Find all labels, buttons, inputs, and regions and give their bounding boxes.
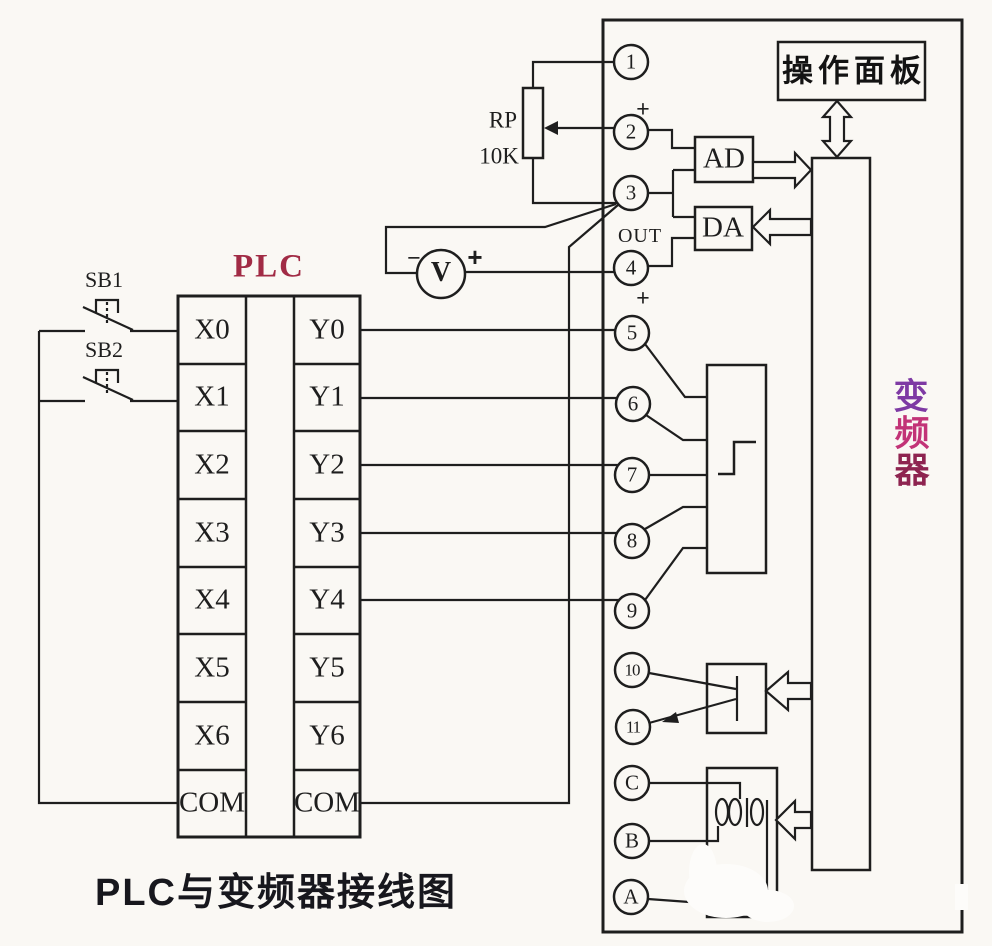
erased-patches	[684, 844, 968, 922]
da-converter-label: DA	[702, 211, 744, 244]
inverter-name-char-1: 变	[893, 377, 929, 417]
plc-output-y2: Y2	[309, 448, 345, 481]
voltmeter-plus-sign: +	[467, 242, 483, 272]
plc-input-com: COM	[178, 786, 246, 819]
pushbutton-sb2-label: SB2	[85, 337, 123, 362]
terminal-circles	[415, 43, 652, 916]
terminal-1: 1	[625, 49, 637, 74]
bus-to-opto-arrow	[764, 669, 813, 713]
pulse-symbol	[718, 440, 756, 476]
opto-box	[705, 662, 768, 735]
operation-panel-label: 操作面板	[782, 53, 926, 89]
ad-box	[693, 135, 755, 184]
potentiometer-name: RP	[488, 107, 518, 133]
terminal-4: 4	[625, 255, 637, 280]
terminal-7: 7	[626, 462, 638, 487]
da-box	[693, 205, 754, 252]
plc-input-x2: X2	[194, 448, 230, 481]
terminal-8: 8	[626, 528, 638, 553]
terminal-2: 2	[625, 119, 637, 144]
terminal-c: C	[624, 770, 640, 795]
out-label: OUT	[617, 225, 663, 247]
plc-output-y4: Y4	[309, 583, 345, 616]
voltmeter-circle	[415, 248, 467, 300]
potentiometer-value: 10K	[479, 143, 519, 169]
plc-input-x0: X0	[194, 313, 230, 346]
terminal4-plus-sign: +	[636, 284, 650, 311]
operation-panel-box	[776, 40, 927, 102]
plc-input-x6: X6	[194, 719, 230, 752]
pulse-box	[705, 363, 768, 575]
terminal-5: 5	[626, 320, 638, 345]
voltmeter-minus-sign: −	[407, 244, 421, 271]
wires	[37, 60, 769, 914]
terminal-9: 9	[626, 598, 638, 623]
plc-output-y5: Y5	[309, 651, 345, 684]
arrowheads	[544, 121, 679, 723]
terminal-3: 3	[625, 180, 637, 205]
plc-input-x1: X1	[194, 380, 230, 413]
bus-to-relay-arrow	[774, 798, 813, 842]
terminal11-arrow	[662, 712, 679, 723]
inverter-name-char-3: 器	[894, 451, 930, 491]
pot-wiper-arrow	[544, 121, 558, 135]
plc-output-y3: Y3	[309, 516, 345, 549]
terminal-b: B	[624, 828, 640, 853]
plc-output-com: COM	[293, 786, 361, 819]
plc-input-x4: X4	[194, 583, 230, 616]
terminal-11: 11	[625, 717, 641, 737]
terminal2-plus-sign: +	[636, 95, 650, 122]
bus-box	[810, 156, 872, 872]
ad-to-bus-arrow	[751, 150, 813, 190]
terminal-6: 6	[627, 391, 639, 416]
plc-input-x3: X3	[194, 516, 230, 549]
terminal-10: 10	[624, 660, 641, 680]
voltmeter-symbol: V	[430, 257, 452, 288]
plc-input-x5: X5	[194, 651, 230, 684]
plc-output-y6: Y6	[309, 719, 345, 752]
plc-output-y0: Y0	[309, 313, 345, 346]
panel-bus-double-arrow	[820, 99, 854, 159]
terminal-a: A	[623, 884, 639, 909]
plc-output-y1: Y1	[309, 380, 345, 413]
potentiometer-body	[521, 86, 545, 160]
ad-converter-label: AD	[703, 142, 745, 175]
bus-to-da-arrow	[751, 207, 813, 247]
bus-arrows	[751, 99, 854, 842]
plc-title: PLC	[233, 248, 305, 285]
diagram-caption: PLC与变频器接线图	[94, 872, 458, 914]
inverter-box	[601, 18, 964, 934]
relay-box	[705, 766, 779, 919]
inverter-name-char-2: 频	[894, 414, 930, 454]
pushbutton-sb1-label: SB1	[85, 267, 123, 292]
plc-grid	[178, 296, 360, 837]
